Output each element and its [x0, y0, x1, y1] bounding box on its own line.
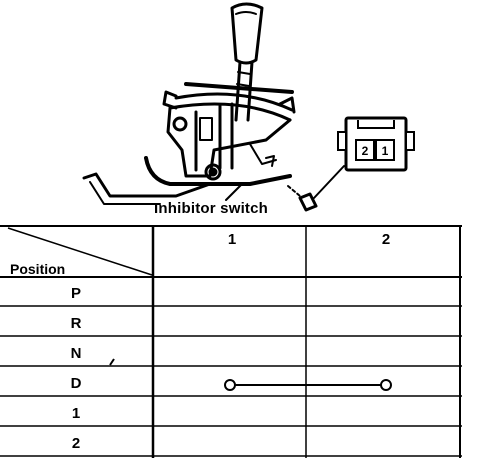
- row-label-r: R: [70, 315, 82, 332]
- row-label-n: N: [70, 345, 82, 362]
- column-header-2: 2: [381, 231, 391, 248]
- shifter-illustration: 2 1: [82, 2, 415, 212]
- row-label-2: 2: [71, 435, 81, 452]
- row-label-1: 1: [71, 405, 81, 422]
- continuity-table: Position 1 2 P R N D 1 2: [0, 225, 480, 458]
- n-row-mark: [109, 358, 115, 366]
- connector-box: [337, 116, 415, 172]
- row-label-p: P: [70, 285, 81, 302]
- connector-pin-2: 2: [362, 144, 369, 158]
- table-grid: [0, 225, 462, 458]
- harness-wire: [144, 156, 292, 186]
- position-header: Position: [10, 261, 66, 277]
- shifter-body: [166, 106, 292, 178]
- inhibitor-plug: [298, 192, 318, 212]
- continuity-mark-d: [224, 379, 392, 391]
- inhibitor-switch-label: Inhibitor switch: [154, 200, 269, 217]
- connector-pin-1: 1: [382, 144, 389, 158]
- shift-lever: [234, 60, 254, 122]
- column-header-1: 1: [227, 231, 237, 248]
- row-label-d: D: [70, 375, 82, 392]
